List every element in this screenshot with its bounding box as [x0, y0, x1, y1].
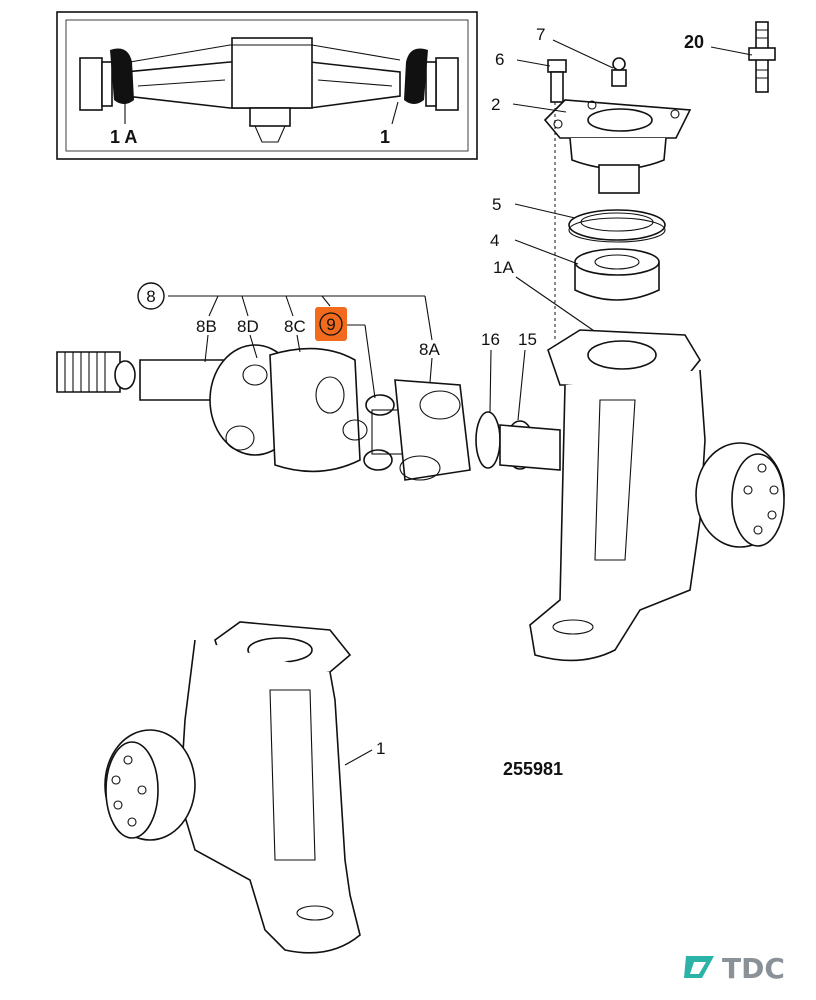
watermark-text: TDC [722, 952, 785, 985]
bolt-part-6 [516, 59, 567, 103]
callout-15: 15 [518, 330, 537, 349]
callout-8a: 8A [419, 340, 440, 359]
callout-8-circle [137, 282, 165, 310]
seal-part-5 [514, 203, 666, 243]
tdc-logo-icon [684, 956, 714, 978]
callout-2: 2 [491, 95, 500, 114]
bearing-part-4 [514, 239, 660, 301]
swivel-housing-part-1a [529, 329, 785, 662]
top-cap-part-2 [512, 99, 692, 194]
callout-1: 1 [376, 739, 385, 758]
callout-20: 20 [684, 32, 704, 52]
callout-6: 6 [495, 50, 504, 69]
callout-7: 7 [536, 25, 545, 44]
callout-8d: 8D [237, 317, 259, 336]
callout-8c: 8C [284, 317, 306, 336]
drive-shaft-assembly-part-8 [56, 344, 561, 481]
callout-9-circle [319, 312, 343, 336]
callout-4: 4 [490, 231, 499, 250]
axle-overview-inset [56, 11, 478, 160]
callout-9-highlight [315, 307, 347, 341]
callout-5: 5 [492, 195, 501, 214]
callout-9: 9 [326, 315, 335, 334]
inset-label-1: 1 [380, 127, 390, 147]
callout-8b: 8B [196, 317, 217, 336]
diagram-reference-number: 255981 [503, 759, 563, 779]
callout-16: 16 [481, 330, 500, 349]
grease-nipple-part-7 [552, 39, 627, 87]
stud-part-20 [710, 21, 776, 93]
swivel-housing-part-1 [104, 621, 373, 954]
callout-8: 8 [146, 287, 155, 306]
callout-1a: 1A [493, 258, 514, 277]
callout-8-bracket [168, 295, 433, 399]
inset-label-1a: 1 A [110, 127, 137, 147]
